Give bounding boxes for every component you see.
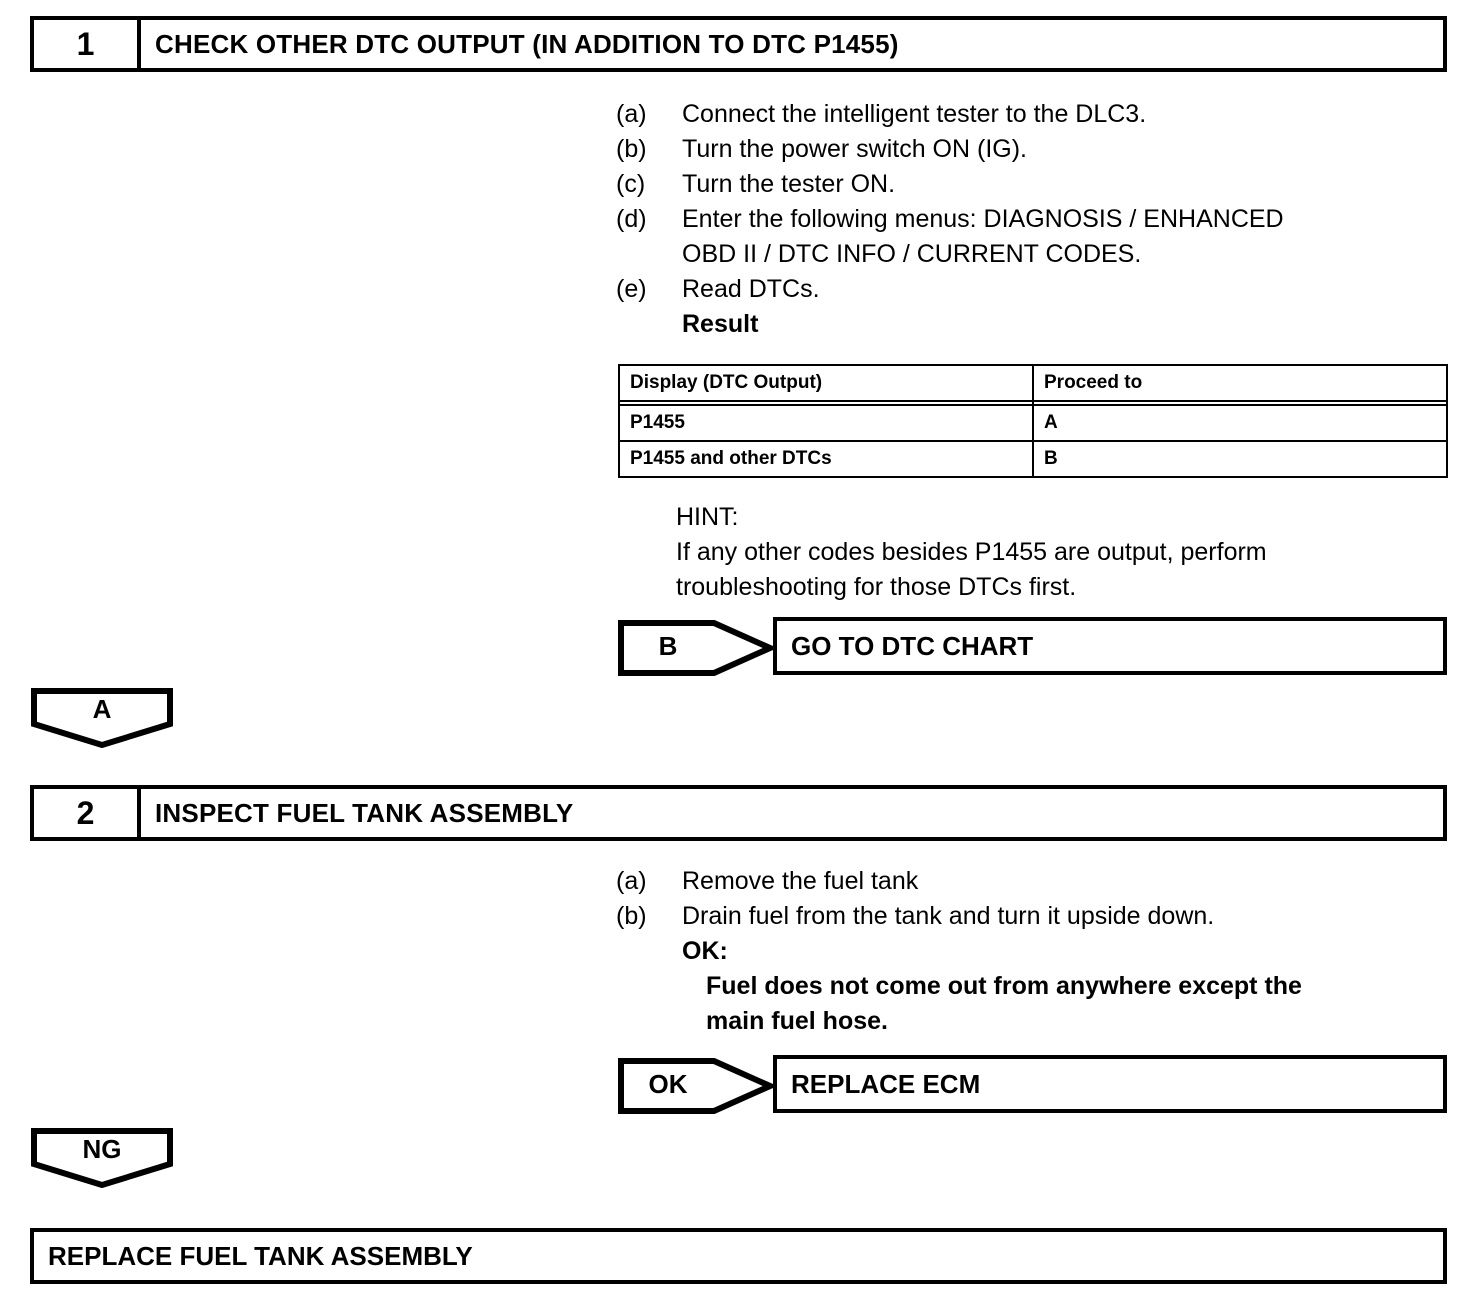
instruction-marker: (c) <box>616 170 646 198</box>
result-label: Result <box>682 310 759 338</box>
table-header-cell: Display (DTC Output) <box>618 364 1034 402</box>
step-2-header: 2 INSPECT FUEL TANK ASSEMBLY <box>30 785 1447 841</box>
ok-criteria-line-2: main fuel hose. <box>706 1007 888 1035</box>
instruction-text: Enter the following menus: DIAGNOSIS / E… <box>682 205 1284 233</box>
connector-a: A <box>31 688 173 748</box>
step-1-number: 1 <box>34 20 141 68</box>
instruction-text: Connect the intelligent tester to the DL… <box>682 100 1147 128</box>
table-header-double-rule <box>618 401 1448 406</box>
instruction-marker: (e) <box>616 275 647 303</box>
connector-a-label: A <box>92 693 112 724</box>
table-header-cell: Proceed to <box>1032 364 1448 402</box>
hint-block: HINT: If any other codes besides P1455 a… <box>676 500 1436 605</box>
table-cell-proceed: B <box>1032 440 1448 478</box>
instruction-item: (e) Read DTCs. <box>616 272 1446 307</box>
instruction-marker: (a) <box>616 100 647 128</box>
branch-tag-pentagon-ok: OK <box>618 1058 773 1114</box>
table-header-row: Display (DTC Output) Proceed to <box>618 364 1448 402</box>
hint-line-2: troubleshooting for those DTCs first. <box>676 573 1077 601</box>
hint-label: HINT: <box>676 503 739 531</box>
instruction-marker: (b) <box>616 135 647 163</box>
instruction-item: (c) Turn the tester ON. <box>616 167 1446 202</box>
result-table: Display (DTC Output) Proceed to P1455 A … <box>618 364 1448 478</box>
rule-cell <box>1032 401 1448 406</box>
step-1-instructions: (a) Connect the intelligent tester to th… <box>616 97 1446 342</box>
step-1-header: 1 CHECK OTHER DTC OUTPUT (IN ADDITION TO… <box>30 16 1447 72</box>
connector-ng: NG <box>31 1128 173 1188</box>
step-1-branch-b: B GO TO DTC CHART <box>618 617 1447 676</box>
table-cell-display: P1455 <box>618 404 1034 442</box>
instruction-text: Read DTCs. <box>682 275 820 303</box>
instruction-marker: (d) <box>616 205 647 233</box>
branch-tag-label: OK <box>648 1068 688 1099</box>
table-row: P1455 A <box>618 404 1448 442</box>
instruction-item: (b) Turn the power switch ON (IG). <box>616 132 1446 167</box>
step-2-branch-ok: OK REPLACE ECM <box>618 1055 1447 1114</box>
rule-cell <box>618 401 1034 406</box>
hint-line-1: If any other codes besides P1455 are out… <box>676 538 1267 566</box>
instruction-item: (d) Enter the following menus: DIAGNOSIS… <box>616 202 1446 237</box>
step-2-number: 2 <box>34 789 141 837</box>
instruction-text: Remove the fuel tank <box>682 867 919 895</box>
table-cell-display: P1455 and other DTCs <box>618 440 1034 478</box>
instruction-text: Turn the power switch ON (IG). <box>682 135 1027 163</box>
ok-label: OK: <box>682 937 728 965</box>
final-action-bar: REPLACE FUEL TANK ASSEMBLY <box>30 1228 1447 1284</box>
branch-tag-label: B <box>658 630 678 661</box>
instruction-text: Turn the tester ON. <box>682 170 896 198</box>
instruction-item: (b) Drain fuel from the tank and turn it… <box>616 899 1446 934</box>
step-2-title: INSPECT FUEL TANK ASSEMBLY <box>155 797 574 828</box>
instruction-marker: (b) <box>616 902 647 930</box>
ok-criteria-line-1: Fuel does not come out from anywhere exc… <box>706 972 1302 1000</box>
connector-ng-label: NG <box>82 1133 122 1164</box>
branch-tag-pentagon-b: B <box>618 620 773 676</box>
step-2-instructions: (a) Remove the fuel tank (b) Drain fuel … <box>616 864 1446 1039</box>
table-row: P1455 and other DTCs B <box>618 440 1448 478</box>
table-cell-proceed: A <box>1032 404 1448 442</box>
branch-action-box: REPLACE ECM <box>773 1055 1447 1113</box>
instruction-item: (a) Remove the fuel tank <box>616 864 1446 899</box>
branch-action-box: GO TO DTC CHART <box>773 617 1447 675</box>
instruction-text: Drain fuel from the tank and turn it ups… <box>682 902 1215 930</box>
instruction-text-continued: OBD II / DTC INFO / CURRENT CODES. <box>682 240 1142 268</box>
instruction-item: (a) Connect the intelligent tester to th… <box>616 97 1446 132</box>
step-1-title: CHECK OTHER DTC OUTPUT (IN ADDITION TO D… <box>155 28 899 59</box>
instruction-marker: (a) <box>616 867 647 895</box>
